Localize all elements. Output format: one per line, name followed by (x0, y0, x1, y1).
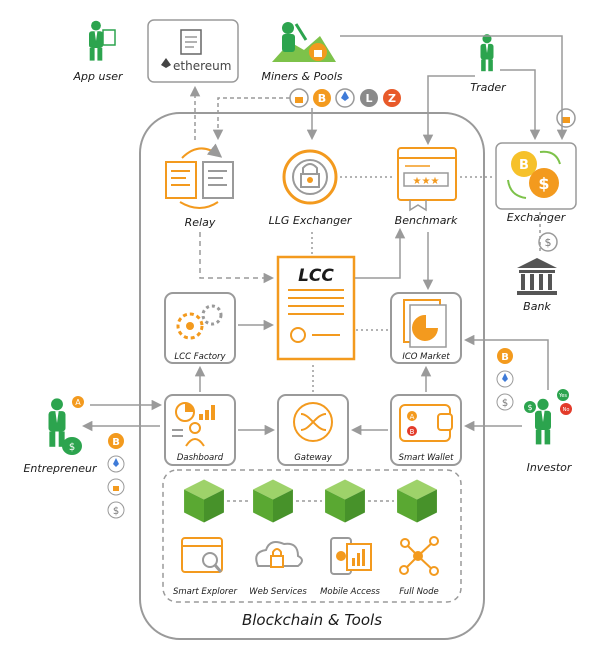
ico-market-label: ICO Market (402, 352, 450, 362)
ethereum-box: ethereum (147, 19, 239, 83)
ethereum-label: ethereum (173, 59, 231, 73)
litecoin-icon (360, 89, 378, 107)
svg-text:No: No (563, 407, 570, 413)
gateway-label: Gateway (294, 453, 333, 463)
entrepreneur-label: Entrepreneur (23, 462, 98, 475)
full-node-icon (399, 536, 439, 576)
svg-text:$: $ (113, 506, 119, 517)
dollar-coin-icon (529, 168, 559, 198)
tool-full-node-label: Full Node (399, 587, 439, 597)
tool-mobile-access-label: Mobile Access (320, 587, 380, 597)
lcc-factory-box (164, 292, 236, 364)
bank-icon (517, 258, 557, 295)
benchmark-label: Benchmark (395, 214, 458, 227)
llg-exchanger-icon (282, 149, 338, 205)
trader-label: Trader (470, 81, 507, 94)
miners-label: Miners & Pools (262, 70, 343, 83)
dollar-coin-icon (496, 393, 514, 411)
ethereum-icon (161, 58, 171, 68)
svg-text:A: A (410, 413, 415, 421)
connectors (81, 35, 568, 436)
svg-text:B: B (501, 352, 509, 363)
dollar-coin-icon (538, 232, 558, 252)
app-user-label: App user (73, 70, 124, 83)
relay-icon (165, 143, 234, 209)
entrepreneur-coins: B $ (107, 433, 125, 519)
bitcoin-icon (511, 151, 537, 177)
smart-wallet-label: Smart Wallet (399, 453, 455, 463)
bank-label: Bank (523, 300, 551, 313)
svg-text:$: $ (502, 398, 508, 409)
bitcoin-icon (313, 89, 331, 107)
svg-text:$: $ (545, 236, 552, 249)
exchanger-box: B $ (495, 142, 577, 210)
svg-text:$: $ (69, 442, 75, 453)
blockchain-cube-icon (397, 479, 437, 523)
investor-coins: B $ (496, 348, 514, 411)
smart-wallet-box: A B (390, 394, 462, 466)
dollar-coin-icon (107, 501, 125, 519)
svg-text:$: $ (538, 174, 549, 193)
dashboard-label: Dashboard (177, 453, 224, 463)
ico-market-box (390, 292, 462, 364)
svg-text:B: B (519, 158, 529, 173)
svg-text:Z: Z (388, 92, 396, 105)
document-icon (180, 29, 202, 55)
lcc-box (276, 255, 356, 361)
svg-text:L: L (365, 92, 372, 105)
app-user-icon (89, 20, 116, 61)
relay-label: Relay (185, 216, 216, 229)
zcash-icon (383, 89, 401, 107)
svg-text:$: $ (527, 403, 532, 412)
entrepreneur-icon: A $ (48, 396, 84, 455)
miner-icon (270, 22, 336, 66)
blockchain-cube-icon (325, 479, 365, 523)
svg-text:B: B (410, 428, 415, 436)
blockchain-cube-icon (253, 479, 293, 523)
tools-title: Blockchain & Tools (242, 611, 382, 629)
llg-exchanger-label: LLG Exchanger (269, 214, 353, 227)
tool-web-services-label: Web Services (249, 587, 307, 597)
svg-text:B: B (318, 92, 326, 105)
gateway-box (277, 394, 349, 466)
lcc-title: LCC (298, 266, 334, 286)
blockchain-cube-icon (184, 479, 224, 523)
mobile-access-icon (330, 537, 372, 575)
coin-row: B L Z (289, 88, 401, 108)
dashboard-box (164, 394, 236, 466)
smart-explorer-icon (181, 537, 223, 573)
web-services-icon (255, 541, 303, 568)
investor-label: Investor (527, 461, 573, 474)
bitcoin-icon (108, 433, 124, 449)
bitcoin-icon (497, 348, 513, 364)
svg-text:★★★: ★★★ (413, 176, 440, 187)
benchmark-icon: ★★★ (397, 147, 457, 212)
lcc-factory-label: LCC Factory (174, 352, 226, 362)
tools-group (162, 469, 462, 603)
exchanger-label: Exchanger (507, 211, 567, 224)
svg-text:A: A (75, 398, 81, 407)
tool-smart-explorer-label: Smart Explorer (173, 587, 237, 597)
svg-text:B: B (112, 437, 120, 448)
trader-icon (480, 34, 494, 72)
investor-icon: $ Yes No (524, 389, 572, 445)
svg-text:Yes: Yes (558, 393, 567, 399)
